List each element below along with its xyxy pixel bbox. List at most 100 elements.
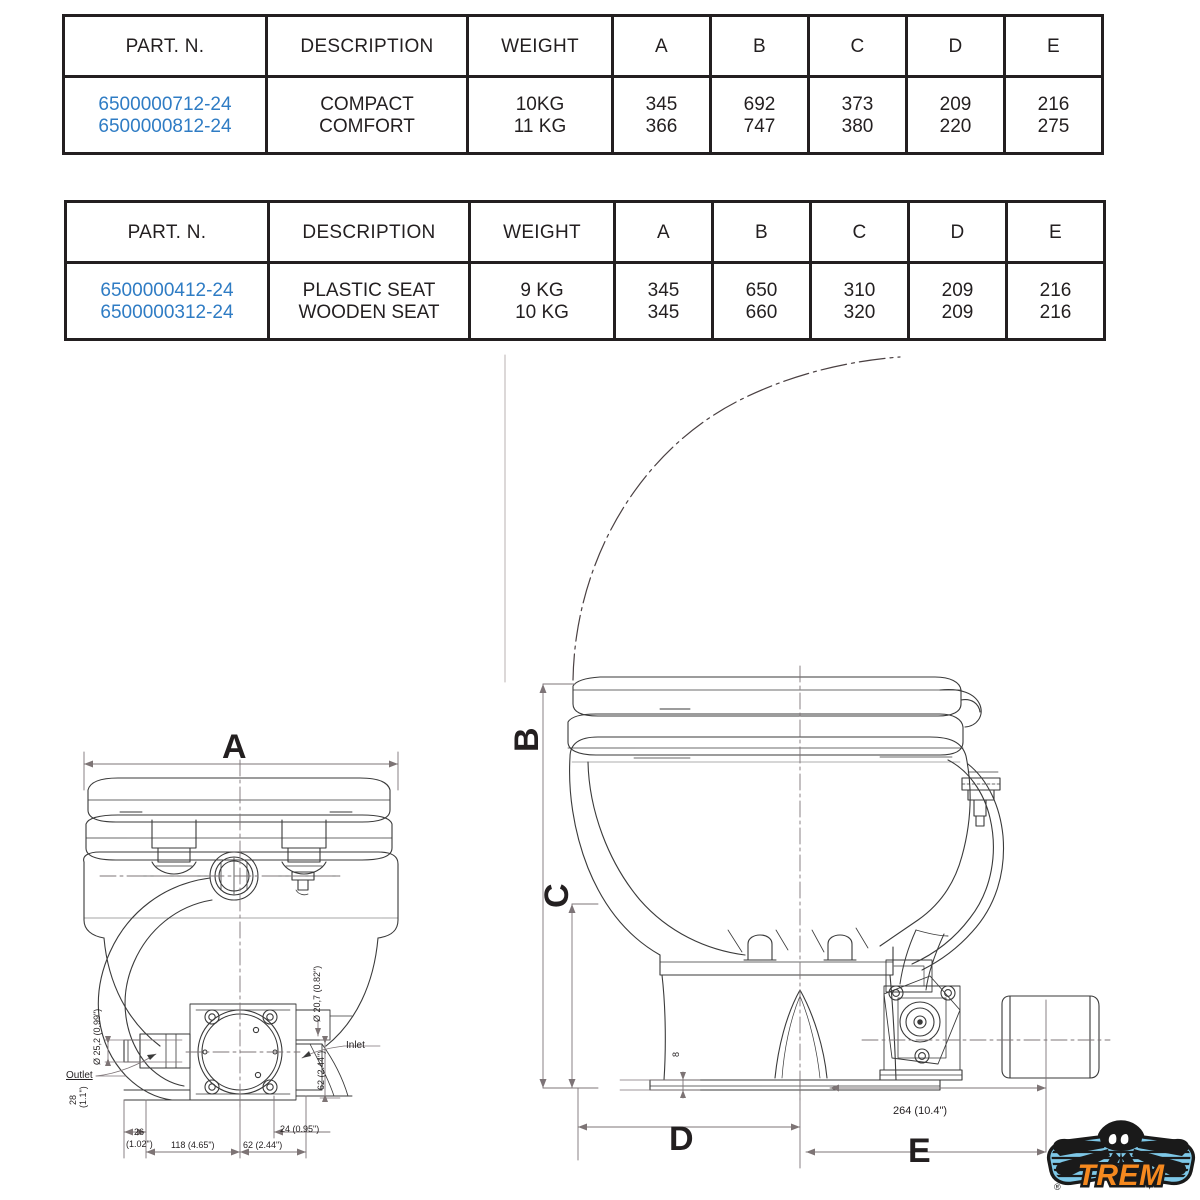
- description-value: PLASTIC SEAT: [302, 279, 436, 301]
- dimension-value: 747: [743, 115, 776, 137]
- inlet-label: Inlet: [346, 1040, 365, 1051]
- side-view-dimensions: [539, 683, 1047, 1169]
- table-body-row: 6500000412-24 6500000312-24 PLASTIC SEAT…: [64, 261, 1106, 341]
- dimension-value: 380: [841, 115, 874, 137]
- outlet-height-inch-label: (1.1"): [78, 1086, 88, 1108]
- table-header-row: PART. N. DESCRIPTION WEIGHT A B C D E: [64, 200, 1106, 264]
- outlet-height-label: 28: [68, 1094, 78, 1105]
- dimension-value: 345: [645, 93, 678, 115]
- cell-part-numbers: 6500000412-24 6500000312-24: [64, 261, 270, 341]
- part-number: 6500000312-24: [100, 301, 234, 323]
- column-header-b: B: [709, 14, 810, 78]
- dimension-value: 650: [745, 279, 778, 301]
- base-thickness-label: 8: [671, 1051, 681, 1057]
- inlet-height-label: 62 (2.44"): [316, 1050, 326, 1090]
- dimension-value: 209: [941, 301, 974, 323]
- dimension-value: 373: [841, 93, 874, 115]
- inlet-diameter-label: Ø 20,7 (0.82"): [312, 965, 322, 1022]
- dimension-value: 209: [941, 279, 974, 301]
- column-header-weight: WEIGHT: [466, 14, 614, 78]
- cell-dimension-c: 310 320: [809, 261, 910, 341]
- column-header-d: D: [907, 200, 1008, 264]
- cell-dimension-d: 209 209: [907, 261, 1008, 341]
- dimension-label-d: D: [669, 1120, 694, 1158]
- column-header-description: DESCRIPTION: [265, 14, 469, 78]
- logo-brand-text: TREM: [1078, 1159, 1166, 1192]
- dimension-value: 692: [743, 93, 776, 115]
- cell-part-numbers: 6500000712-24 6500000812-24: [62, 75, 268, 155]
- side-view-toilet: [567, 665, 1111, 1101]
- dimension-value: 366: [645, 115, 678, 137]
- width-left-label: 118 (4.65"): [171, 1140, 215, 1150]
- column-header-part-n: PART. N.: [62, 14, 268, 78]
- cell-descriptions: PLASTIC SEAT WOODEN SEAT: [267, 261, 471, 341]
- column-header-e: E: [1003, 14, 1104, 78]
- dimension-value: 216: [1037, 93, 1070, 115]
- column-header-d: D: [905, 14, 1006, 78]
- left-offset-inch-label: (1.02"): [126, 1139, 153, 1149]
- part-number: 6500000712-24: [98, 93, 232, 115]
- width-right-label: 62 (2.44"): [243, 1140, 283, 1150]
- cell-dimension-c: 373 380: [807, 75, 908, 155]
- logo-body: [1046, 1120, 1196, 1186]
- front-view-toilet: [83, 759, 399, 1111]
- dimension-value: 216: [1039, 301, 1072, 323]
- description-value: COMFORT: [319, 115, 415, 137]
- logo-wordmark: TREM: [1075, 1157, 1167, 1195]
- cell-dimension-d: 209 220: [905, 75, 1006, 155]
- right-offset-label: 24 (0.95"): [280, 1124, 320, 1134]
- cell-dimension-a: 345 345: [613, 261, 714, 341]
- column-header-weight: WEIGHT: [468, 200, 616, 264]
- column-header-c: C: [807, 14, 908, 78]
- dimension-value: 345: [647, 301, 680, 323]
- front-view-dimensions: [83, 751, 399, 1159]
- lid-swing-arc: [572, 356, 901, 681]
- weight-value: 11 KG: [513, 115, 567, 137]
- cell-dimension-e: 216 275: [1003, 75, 1104, 155]
- trem-logo: TREM ®: [1046, 1118, 1196, 1196]
- weight-value: 10KG: [515, 93, 565, 115]
- logo-tentacles: [1053, 1138, 1189, 1182]
- spec-table-compact-comfort: PART. N. DESCRIPTION WEIGHT A B C D E 65…: [62, 14, 1104, 155]
- dimension-value: 275: [1037, 115, 1070, 137]
- cell-dimension-e: 216 216: [1005, 261, 1106, 341]
- column-header-description: DESCRIPTION: [267, 200, 471, 264]
- logo-registered-mark: ®: [1054, 1182, 1061, 1192]
- column-header-c: C: [809, 200, 910, 264]
- cell-weights: 9 KG 10 KG: [468, 261, 616, 341]
- column-header-a: A: [613, 200, 714, 264]
- dimension-value: 345: [647, 279, 680, 301]
- weight-value: 10 KG: [515, 301, 569, 323]
- cell-dimension-a: 345 366: [611, 75, 712, 155]
- table-header-row: PART. N. DESCRIPTION WEIGHT A B C D E: [62, 14, 1104, 78]
- column-header-e: E: [1005, 200, 1106, 264]
- dimension-value: 216: [1039, 279, 1072, 301]
- cell-weights: 10KG 11 KG: [466, 75, 614, 155]
- dimension-label-e: E: [908, 1132, 931, 1170]
- description-value: COMPACT: [320, 93, 414, 115]
- dimension-label-a: A: [222, 728, 247, 766]
- dimension-value: 310: [843, 279, 876, 301]
- column-header-b: B: [711, 200, 812, 264]
- dimension-value: 660: [745, 301, 778, 323]
- weight-value: 9 KG: [520, 279, 564, 301]
- outlet-label: Outlet: [66, 1070, 93, 1081]
- dimension-value: 220: [939, 115, 972, 137]
- logo-eyes: [1108, 1134, 1129, 1145]
- dimension-label-b: B: [508, 727, 546, 752]
- spec-table-plastic-wooden-seat: PART. N. DESCRIPTION WEIGHT A B C D E 65…: [64, 200, 1106, 341]
- cell-dimension-b: 650 660: [711, 261, 812, 341]
- column-header-part-n: PART. N.: [64, 200, 270, 264]
- outlet-diameter-label: Ø 25,2 (0.99"): [92, 1008, 102, 1065]
- table-body-row: 6500000712-24 6500000812-24 COMPACT COMF…: [62, 75, 1104, 155]
- part-number: 6500000812-24: [98, 115, 232, 137]
- cell-dimension-b: 692 747: [709, 75, 810, 155]
- dimension-label-c: C: [538, 883, 576, 908]
- cell-descriptions: COMPACT COMFORT: [265, 75, 469, 155]
- dimension-value: 209: [939, 93, 972, 115]
- dimension-value: 320: [843, 301, 876, 323]
- description-value: WOODEN SEAT: [298, 301, 440, 323]
- left-offset-label: 26: [134, 1127, 145, 1137]
- pump-length-label: 264 (10.4"): [893, 1105, 948, 1117]
